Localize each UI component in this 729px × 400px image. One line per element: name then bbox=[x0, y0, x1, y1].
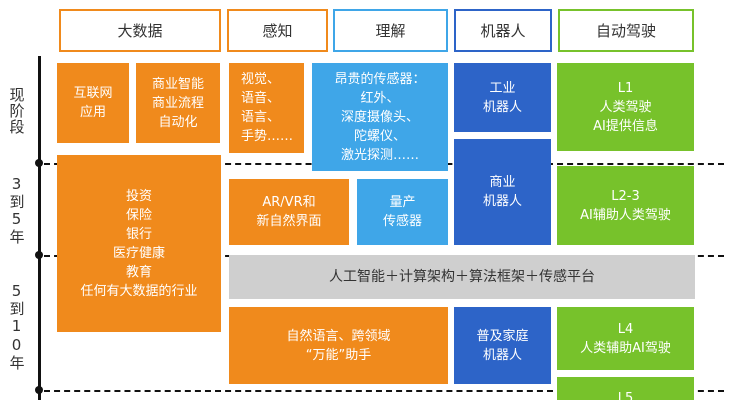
separator-line-3 bbox=[44, 390, 724, 392]
timeline-dot-3 bbox=[35, 386, 43, 394]
cell-robot-now: 工业 机器人 bbox=[454, 63, 551, 132]
cell-understanding-now: 昂贵的传感器： 红外、 深度摄像头、 陀螺仪、 激光探测…… bbox=[312, 63, 448, 171]
platform-bar: 人工智能＋计算架构＋算法框架＋传感平台 bbox=[229, 255, 695, 299]
header-autodrive: 自动驾驶 bbox=[558, 9, 694, 52]
header-bigdata-label: 大数据 bbox=[117, 22, 163, 40]
header-perception-label: 感知 bbox=[262, 22, 293, 40]
cell-autodrive-l5: L5 bbox=[557, 377, 694, 400]
cell-bigdata-internet: 互联网 应用 bbox=[57, 63, 129, 143]
header-robot: 机器人 bbox=[454, 9, 552, 52]
stage-label-3to5: 3到5年 bbox=[7, 175, 26, 245]
cell-bigdata-industries: 投资 保险 银行 医疗健康 教育 任何有大数据的行业 bbox=[57, 155, 221, 332]
cell-understanding-sensors: 量产 传感器 bbox=[357, 179, 448, 245]
cell-autodrive-l23: L2-3 AI辅助人类驾驶 bbox=[557, 166, 694, 245]
cell-perception-arvr: AR/VR和 新自然界面 bbox=[229, 179, 349, 245]
cell-robot-commercial: 商业 机器人 bbox=[454, 139, 551, 245]
cell-autodrive-l4: L4 人类辅助AI驾驶 bbox=[557, 307, 694, 370]
timeline-axis bbox=[38, 56, 41, 400]
cell-robot-home: 普及家庭 机器人 bbox=[454, 307, 551, 384]
timeline-dot-2 bbox=[35, 251, 43, 259]
header-perception: 感知 bbox=[227, 9, 328, 52]
header-understanding: 理解 bbox=[333, 9, 448, 52]
cell-autodrive-l1: L1 人类驾驶 AI提供信息 bbox=[557, 63, 694, 151]
stage-label-now: 现阶段 bbox=[7, 87, 26, 135]
cell-perception-now: 视觉、 语音、 语言、 手势…… bbox=[229, 63, 304, 153]
timeline-dot-1 bbox=[35, 159, 43, 167]
stage-label-5to10: 5到10年 bbox=[7, 281, 26, 371]
cell-bigdata-business: 商业智能 商业流程 自动化 bbox=[136, 63, 220, 143]
cell-perception-assistant: 自然语言、跨领域 “万能”助手 bbox=[229, 307, 448, 384]
header-bigdata: 大数据 bbox=[59, 9, 221, 52]
header-autodrive-label: 自动驾驶 bbox=[595, 22, 656, 40]
header-understanding-label: 理解 bbox=[375, 22, 406, 40]
header-robot-label: 机器人 bbox=[480, 22, 526, 40]
